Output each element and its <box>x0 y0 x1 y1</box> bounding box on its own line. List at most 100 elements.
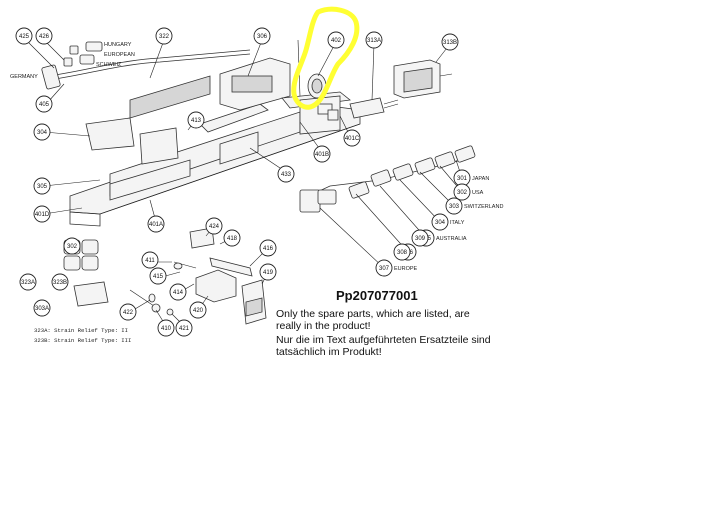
callout-label-420: 420 <box>193 308 204 314</box>
callout-circle-306 <box>253 27 271 45</box>
callout-circle-322 <box>155 27 173 45</box>
callout-label-425: 425 <box>19 34 30 40</box>
label-italy: ITALY <box>450 220 465 226</box>
callout-label-401b: 401B <box>315 152 329 158</box>
callout-circle-303 <box>445 197 463 215</box>
callout-circle-425 <box>15 27 33 45</box>
callout-circle-307 <box>375 259 393 277</box>
callout-circle-309 <box>411 229 429 247</box>
legend-323b: 323B: Strain Relief Type: III <box>34 337 131 344</box>
callout-circle-415 <box>149 267 167 285</box>
callout-label-302: 302 <box>67 244 78 250</box>
switch-313b <box>393 59 453 99</box>
note-en-line2: really in the product! <box>276 320 371 332</box>
callout-label-309: 309 <box>415 236 426 242</box>
callout-label-410: 410 <box>161 326 172 332</box>
callout-circle-416 <box>259 239 277 257</box>
callout-circle-413 <box>187 111 205 129</box>
callout-label-424: 424 <box>209 224 220 230</box>
label-usa: USA <box>472 190 484 196</box>
callout-circle-304 <box>431 213 449 231</box>
callout-label-433: 433 <box>281 172 292 178</box>
power-cord-left <box>41 41 251 90</box>
callout-circle-402 <box>327 31 345 49</box>
callout-circle-401a <box>147 215 165 233</box>
label-schweiz: SCHWEIZ <box>96 62 122 68</box>
label-australia: AUSTRALIA <box>436 236 467 242</box>
callout-circle-420 <box>189 301 207 319</box>
callout-label-323a: 323A <box>21 280 35 286</box>
label-japan: JAPAN <box>472 176 489 182</box>
callout-label-304: 304 <box>37 130 48 136</box>
part-number-title: Pp207077001 <box>336 288 418 303</box>
callout-circle-401b <box>313 145 331 163</box>
callout-circle-424 <box>205 217 223 235</box>
callout-label-303a: 303A <box>35 306 49 312</box>
label-switzerland: SWITZERLAND <box>464 204 503 210</box>
legend-323a: 323A: Strain Relief Type: II <box>34 327 128 334</box>
callout-circle-426 <box>35 27 53 45</box>
callout-circle-313a <box>365 31 383 49</box>
callout-circle-305 <box>33 177 51 195</box>
label-hungary: HUNGARY <box>104 42 132 48</box>
callout-circle-401d <box>33 205 51 223</box>
callout-circle-419 <box>259 263 277 281</box>
callout-circle-302 <box>63 237 81 255</box>
callout-label-411: 411 <box>145 258 155 264</box>
callout-label-405: 405 <box>39 102 50 108</box>
callout-label-304: 304 <box>435 220 446 226</box>
callout-label-313b: 313B <box>443 40 457 46</box>
callout-circle-303a <box>33 299 51 317</box>
callout-label-313a: 313A <box>367 38 381 44</box>
callout-label-413: 413 <box>191 118 202 124</box>
callout-circle-422 <box>119 303 137 321</box>
callout-label-301: 301 <box>457 176 468 182</box>
callout-circle-433 <box>277 165 295 183</box>
callout-circle-421 <box>175 319 193 337</box>
callout-label-307: 307 <box>379 266 390 272</box>
callout-circle-418 <box>223 229 241 247</box>
callout-label-305: 305 <box>37 184 48 190</box>
callout-label-401c: 401C <box>345 136 360 142</box>
label-european: EUROPEAN <box>104 52 135 58</box>
callout-circle-304 <box>33 123 51 141</box>
callout-label-418: 418 <box>227 236 238 242</box>
main-chassis <box>69 57 361 227</box>
callout-circle-405 <box>35 95 53 113</box>
callout-label-401a: 401A <box>149 222 163 228</box>
callout-label-402: 402 <box>331 38 342 44</box>
callout-label-303: 303 <box>449 204 460 210</box>
callout-label-401d: 401D <box>35 212 50 218</box>
callout-label-308: 308 <box>397 250 408 256</box>
callout-label-414: 414 <box>173 290 184 296</box>
lower-bracket-parts <box>129 227 267 325</box>
callout-circle-414 <box>169 283 187 301</box>
callout-label-323b: 323B <box>53 280 67 286</box>
note-de-line2: tatsächlich im Produkt! <box>276 346 382 358</box>
callout-circle-308 <box>393 243 411 261</box>
callout-label-422: 422 <box>123 310 134 316</box>
callout-circle-411 <box>141 251 159 269</box>
highlight-marker <box>291 6 360 110</box>
plug-set <box>299 145 476 213</box>
note-en-line1: Only the spare parts, which are listed, … <box>276 308 470 320</box>
callout-label-416: 416 <box>263 246 274 252</box>
callout-label-415: 415 <box>153 274 164 280</box>
callout-circle-302 <box>453 183 471 201</box>
note-de-line1: Nur die im Text aufgeführteten Ersatztei… <box>276 334 491 346</box>
callout-label-421: 421 <box>179 326 190 332</box>
connector-313a <box>349 97 399 119</box>
callout-circle-323b <box>51 273 69 291</box>
callout-circle-401c <box>343 129 361 147</box>
label-germany: GERMANY <box>10 74 38 80</box>
callout-circle-410 <box>157 319 175 337</box>
knob-402 <box>307 73 327 99</box>
callout-circle-313b <box>441 33 459 51</box>
callout-label-426: 426 <box>39 34 50 40</box>
callout-label-306: 306 <box>257 34 268 40</box>
label-europe: EUROPE <box>394 266 418 272</box>
callout-circle-323a <box>19 273 37 291</box>
